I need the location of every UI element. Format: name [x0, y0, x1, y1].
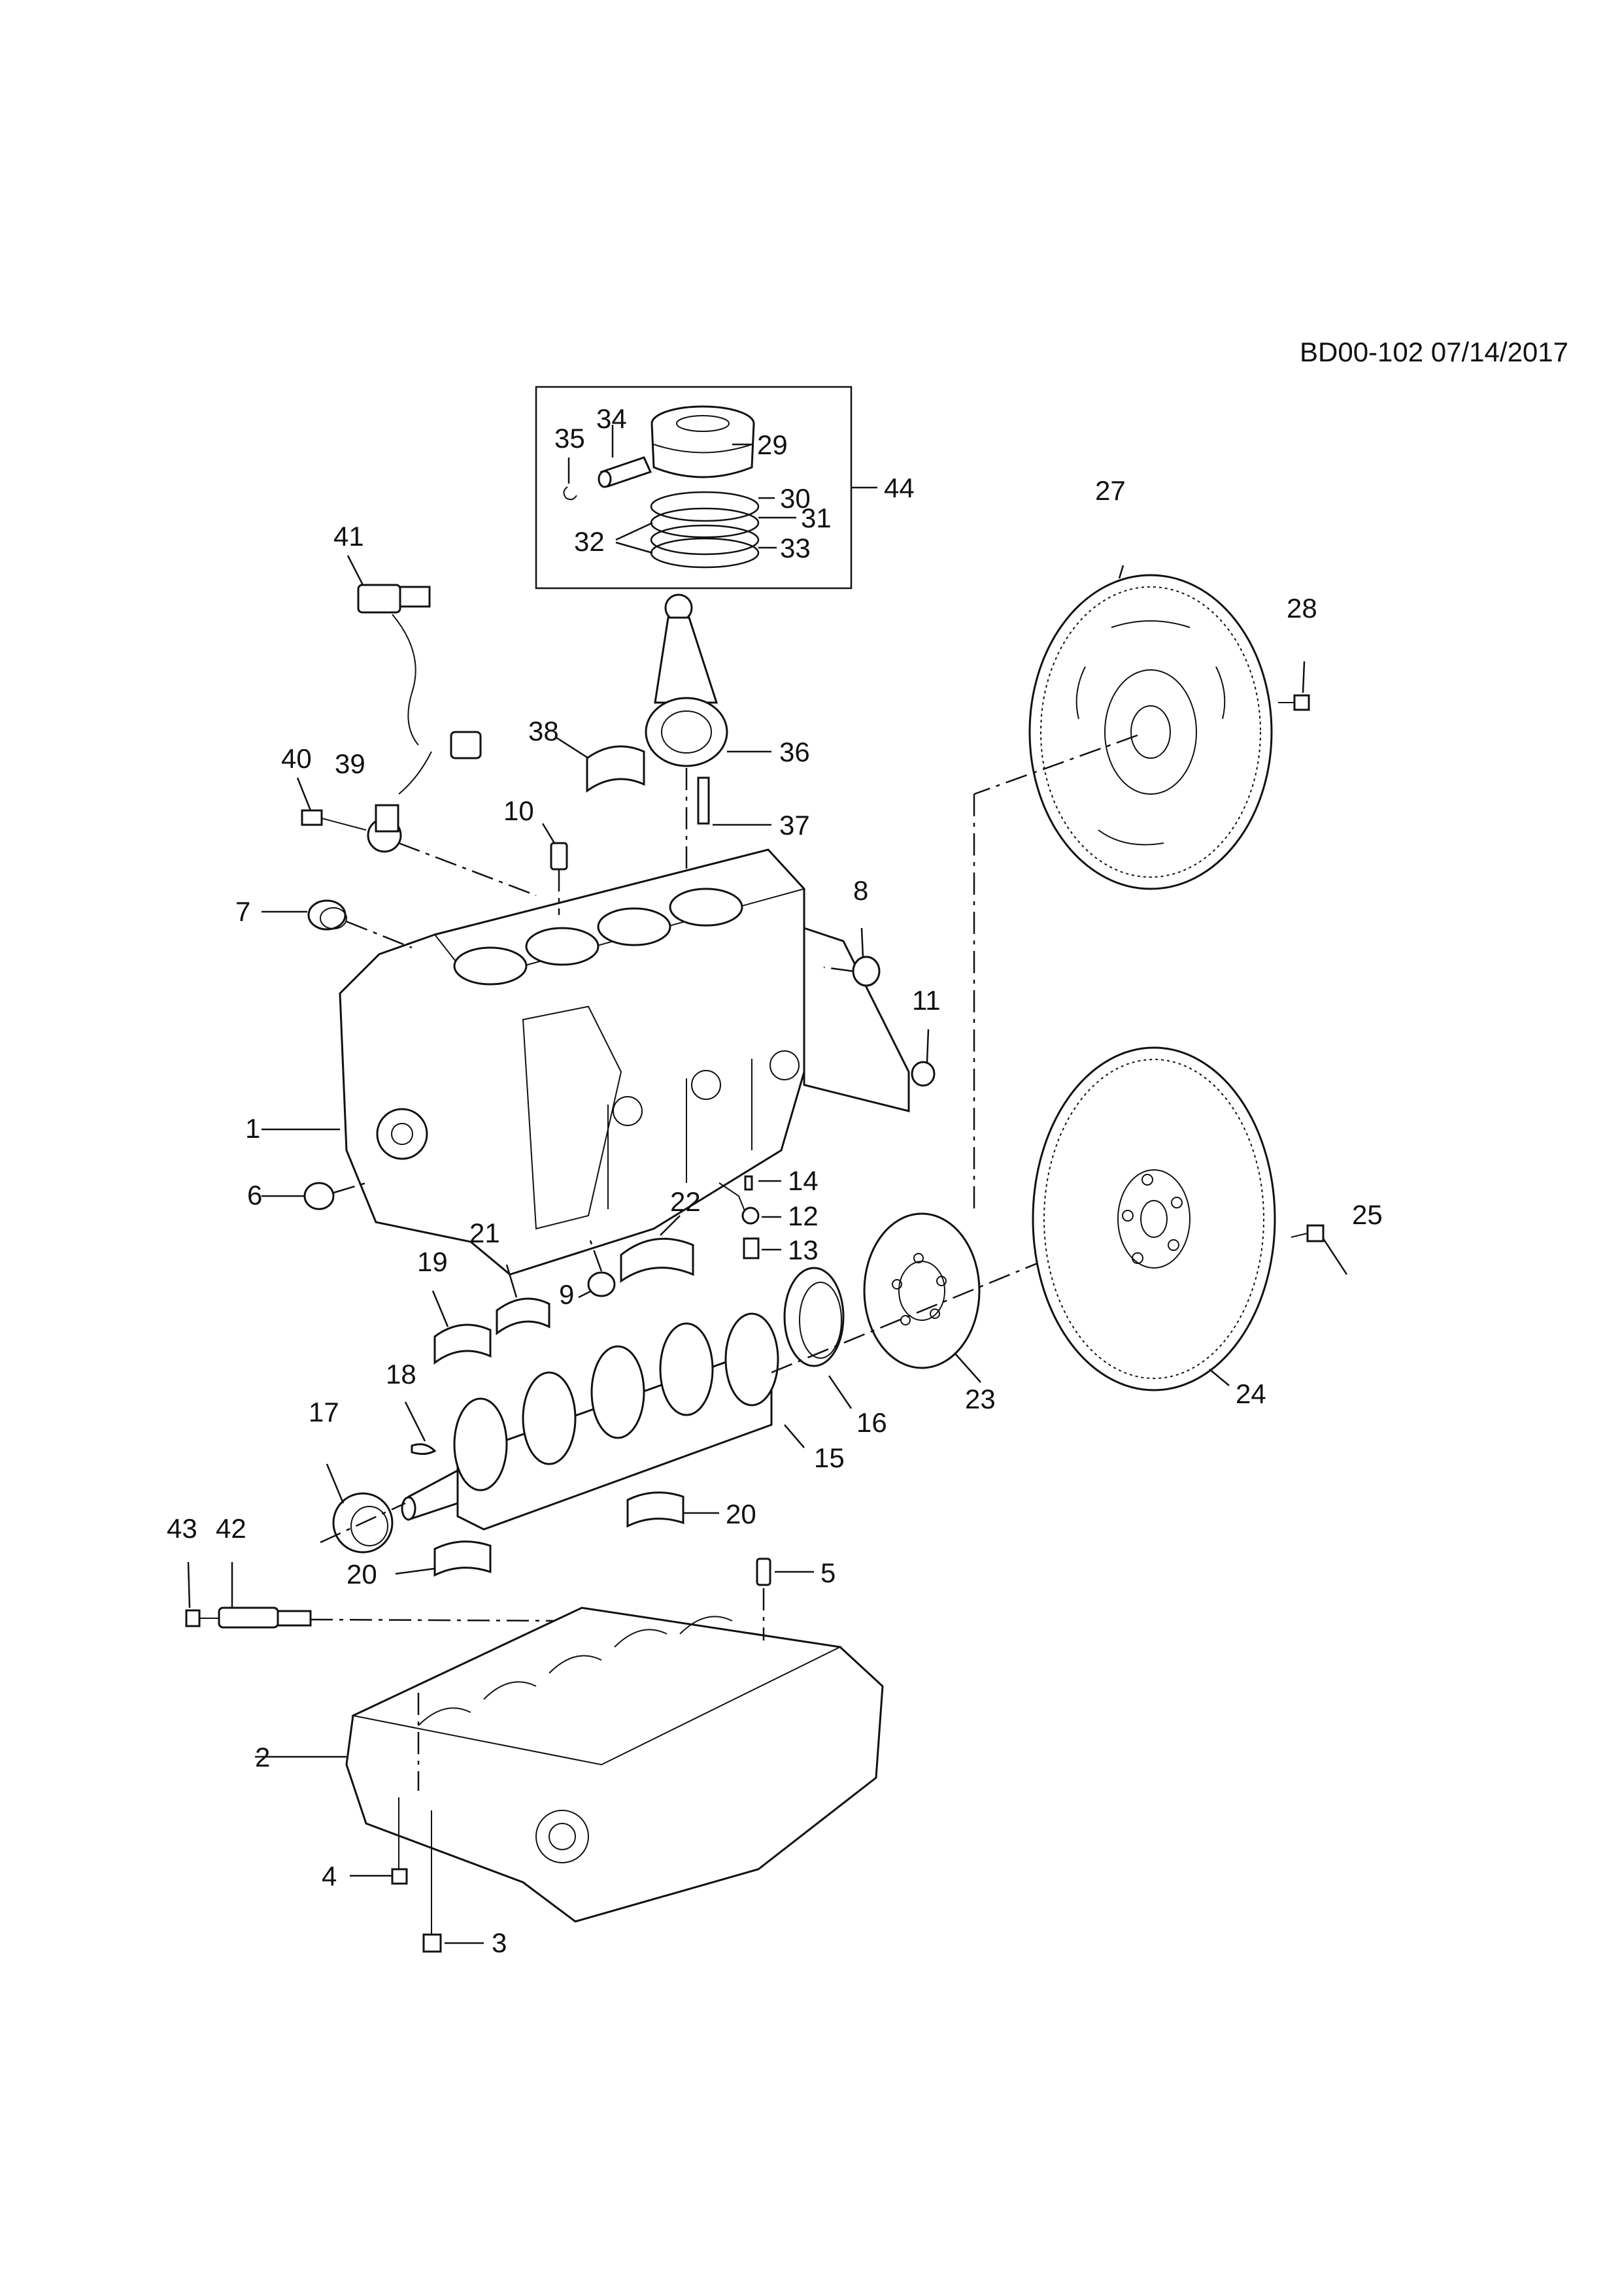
piston-rings — [650, 491, 760, 569]
sensor-bolt — [296, 777, 367, 831]
main-bearing-21 — [496, 1264, 550, 1335]
callout-12: 12 — [788, 1201, 819, 1231]
callout-32: 32 — [574, 526, 605, 557]
callout-36: 36 — [779, 737, 810, 767]
main-bearing-19 — [431, 1290, 492, 1365]
sensor-harness — [346, 555, 482, 853]
callout-18: 18 — [386, 1359, 416, 1389]
crankshaft — [401, 1312, 805, 1531]
callout-14: 14 — [788, 1165, 819, 1196]
piston-kit-box — [535, 386, 877, 590]
callout-35: 35 — [554, 423, 585, 454]
flywheel-24 — [1032, 1046, 1276, 1391]
bedplate-bolt-4 — [350, 1797, 408, 1885]
piston — [650, 405, 755, 478]
callout-27: 27 — [1095, 475, 1126, 506]
callout-3: 3 — [492, 1927, 507, 1958]
callout-23: 23 — [965, 1384, 996, 1414]
callout-38: 38 — [528, 716, 559, 746]
callout-43: 43 — [167, 1513, 197, 1544]
sensor-centerline — [398, 842, 537, 897]
rear-seal-17 — [320, 1463, 406, 1554]
block-plug-11 — [911, 1029, 936, 1087]
callout-24: 24 — [1236, 1378, 1266, 1409]
block-plug-8 — [823, 927, 881, 987]
callout-40: 40 — [281, 743, 312, 774]
callout-31: 31 — [801, 503, 832, 533]
callout-13: 13 — [788, 1235, 819, 1265]
callout-1: 1 — [245, 1113, 261, 1144]
callout-9: 9 — [559, 1279, 575, 1310]
crank-sensor — [218, 1562, 569, 1629]
main-bearing-20a — [626, 1491, 719, 1528]
callout-16: 16 — [856, 1407, 887, 1438]
callout-5: 5 — [820, 1557, 836, 1588]
plug-9 — [578, 1235, 616, 1299]
flexplate-bolt-28 — [1278, 661, 1310, 711]
callout-4: 4 — [322, 1861, 337, 1891]
callout-33: 33 — [780, 533, 811, 563]
callout-2: 2 — [255, 1742, 271, 1772]
piston-pin-clip — [563, 486, 577, 501]
callout-8: 8 — [853, 875, 869, 906]
callout-39: 39 — [335, 748, 365, 779]
diagram-reference: BD00-102 07/14/2017 — [1300, 337, 1568, 367]
main-bearing-22 — [620, 1215, 694, 1283]
callout-19: 19 — [417, 1246, 448, 1277]
callout-22: 22 — [670, 1186, 701, 1217]
callout-37: 37 — [779, 810, 810, 840]
flexplate-27 — [973, 565, 1273, 1212]
block-plug-7 — [262, 899, 413, 949]
callout-42: 42 — [216, 1513, 246, 1544]
front-seal-6 — [262, 1182, 367, 1210]
callout-29: 29 — [757, 429, 788, 460]
callout-41: 41 — [333, 521, 364, 552]
callout-15: 15 — [814, 1442, 845, 1473]
bedplate-bolt-3 — [422, 1810, 484, 1953]
callout-44: 44 — [884, 473, 915, 503]
callout-17: 17 — [309, 1397, 339, 1427]
dowel-pin — [541, 823, 568, 915]
crank-key — [404, 1401, 437, 1456]
callout-11: 11 — [912, 985, 941, 1016]
flywheel-bolt-25 — [1291, 1224, 1348, 1275]
cylinder-block — [262, 848, 910, 1276]
rear-seal-16 — [783, 1267, 853, 1409]
callout-34: 34 — [596, 403, 627, 434]
callout-28: 28 — [1287, 593, 1317, 624]
callout-6: 6 — [247, 1180, 263, 1210]
callout-10: 10 — [503, 795, 534, 826]
callout-21: 21 — [469, 1218, 500, 1248]
rod-bearing — [555, 736, 645, 793]
piston-leaders — [567, 425, 796, 554]
callout-30: 30 — [780, 483, 811, 514]
callout-20-upper: 20 — [726, 1499, 756, 1529]
callout-7: 7 — [235, 896, 251, 927]
connecting-rod — [645, 593, 771, 876]
bedplate — [255, 1606, 884, 1923]
piston-pin — [598, 456, 652, 488]
callout-25: 25 — [1352, 1199, 1383, 1230]
oil-jet — [718, 1175, 781, 1259]
crank-sensor-bolt — [185, 1561, 219, 1627]
callout-20-lower: 20 — [346, 1559, 377, 1589]
main-bearing-20b — [395, 1540, 492, 1577]
bedplate-dowel — [756, 1557, 814, 1640]
